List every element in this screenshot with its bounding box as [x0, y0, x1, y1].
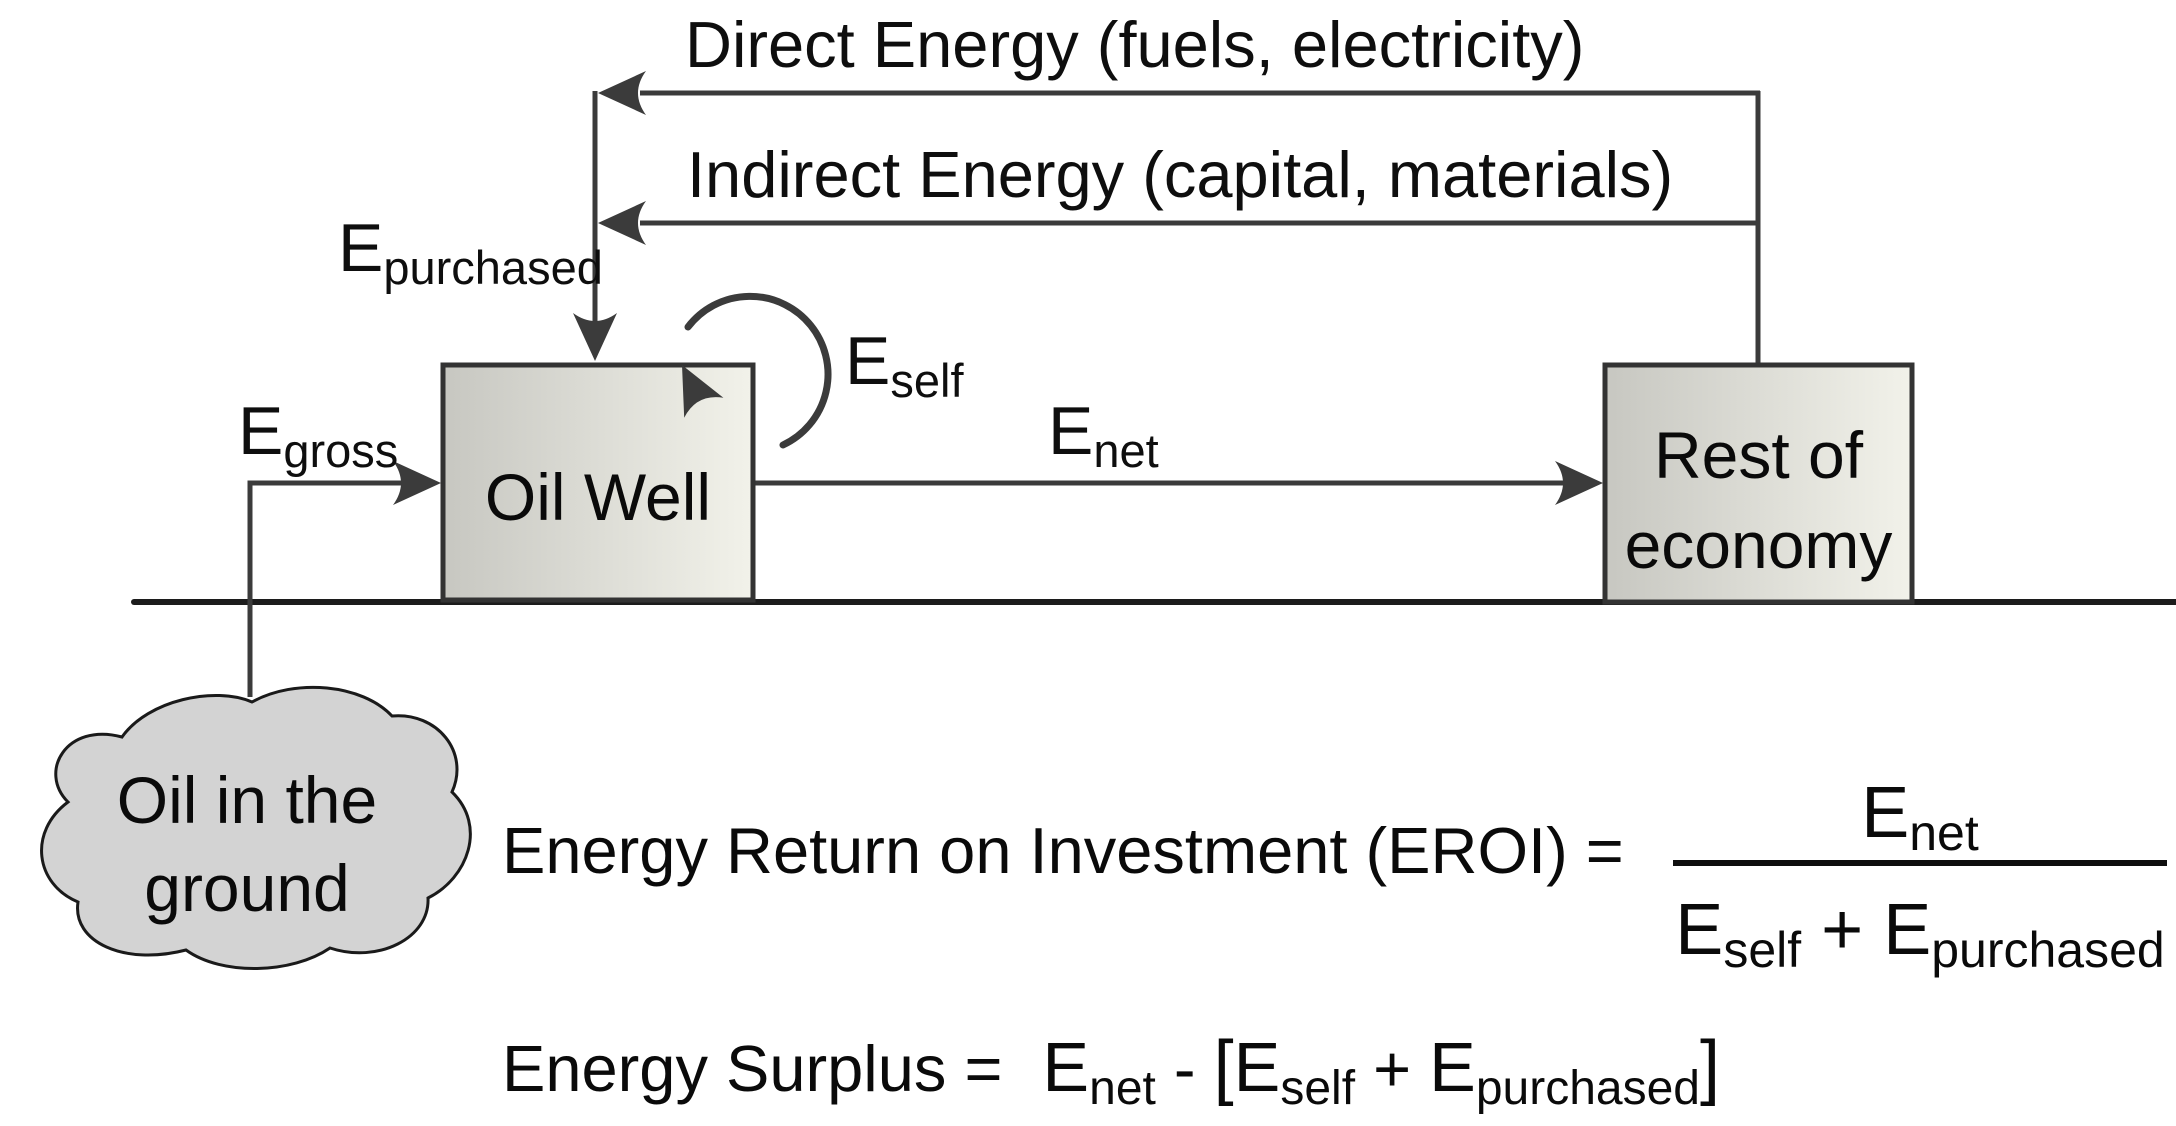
denominator-e2: E	[1883, 890, 1932, 970]
oil-in-ground-cloud	[40, 685, 472, 970]
oil-in-ground-line2: ground	[144, 851, 350, 925]
surplus-rbracket: ]	[1699, 1027, 1720, 1107]
surplus-op2: +	[1355, 1032, 1430, 1105]
surplus-s2: self	[1280, 1062, 1356, 1115]
e-gross-label: Egross	[238, 393, 399, 477]
e-gross-sub: gross	[283, 424, 399, 477]
numerator-sub: net	[1909, 805, 1979, 861]
e-net-label: Enet	[1048, 393, 1159, 477]
rest-of-economy-line2: economy	[1624, 508, 1893, 582]
surplus-e2: E	[1233, 1028, 1281, 1106]
surplus-s1: net	[1089, 1062, 1156, 1115]
denominator-s2: purchased	[1931, 922, 2165, 978]
surplus-lbracket: [	[1213, 1027, 1234, 1107]
e-purchased-sub: purchased	[383, 241, 603, 294]
oil-in-ground-label: Oil in the ground	[57, 756, 437, 932]
indirect-energy-arrowhead	[598, 201, 646, 245]
rest-of-economy-line1: Rest of	[1653, 418, 1864, 492]
eroi-fraction-numerator: Enet	[1673, 773, 2167, 861]
direct-energy-arrowhead	[598, 71, 646, 115]
eroi-formula-lhs: Energy Return on Investment (EROI) =	[502, 814, 1624, 887]
denominator-e1: E	[1675, 890, 1724, 970]
oil-well-box	[440, 362, 756, 603]
e-purchased-label: Epurchased	[338, 210, 603, 294]
e-gross-arrow-line	[247, 480, 404, 697]
surplus-s3: purchased	[1475, 1062, 1700, 1115]
rest-of-economy-box	[1602, 362, 1915, 605]
numerator-main: E	[1861, 773, 1910, 853]
oil-well-label: Oil Well	[484, 460, 712, 534]
e-net-main: E	[1048, 393, 1094, 469]
surplus-op1: -	[1155, 1032, 1214, 1105]
oil-in-ground-line1: Oil in the	[116, 763, 378, 837]
denominator-s1: self	[1723, 922, 1802, 978]
fraction-bar	[1673, 860, 2167, 866]
e-net-sub: net	[1093, 424, 1159, 477]
e-purchased-main: E	[338, 210, 384, 286]
eroi-fraction-denominator: Eself + Epurchased	[1673, 890, 2167, 978]
e-self-label: Eself	[845, 323, 964, 407]
e-self-sub: self	[890, 354, 964, 407]
energy-surplus-formula: Energy Surplus =Enet - [Eself + Epurchas…	[502, 1027, 1720, 1116]
e-self-main: E	[845, 323, 891, 399]
denominator-op: +	[1801, 890, 1884, 970]
surplus-e3: E	[1429, 1028, 1476, 1106]
direct-energy-label: Direct Energy (fuels, electricity)	[685, 8, 1585, 81]
surplus-lhs: Energy Surplus =	[502, 1032, 1003, 1105]
self-loop-arrow	[684, 292, 832, 449]
rest-of-economy-label: Rest of economy	[1605, 410, 1912, 590]
e-gross-main: E	[238, 393, 284, 469]
indirect-energy-label: Indirect Energy (capital, materials)	[687, 138, 1674, 211]
surplus-e1: E	[1042, 1028, 1090, 1106]
